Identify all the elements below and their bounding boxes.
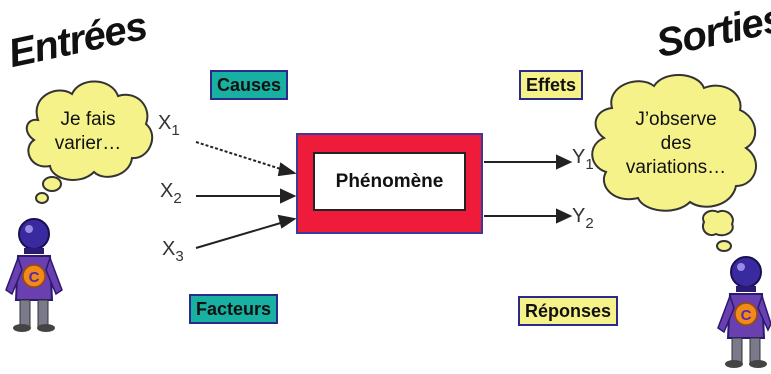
left-mascot-letter: C — [29, 269, 40, 286]
causes-label: Causes — [210, 70, 289, 100]
arrowhead-y2 — [556, 208, 573, 224]
x3-name: X — [162, 238, 176, 260]
x2-name: X — [160, 180, 174, 202]
arrowhead-x3 — [277, 214, 297, 229]
arrow-x3 — [195, 221, 285, 249]
arrow-x1 — [195, 141, 285, 171]
phenomenon-box: Phénomène — [313, 152, 466, 211]
left-thought-line-1: Je fais — [60, 109, 116, 130]
y2-name: Y — [572, 205, 586, 227]
y2-index: 2 — [585, 215, 594, 232]
x2-index: 2 — [173, 190, 182, 207]
right-mascot-letter: C — [741, 307, 752, 324]
input-variable-x3: X3 — [162, 238, 184, 265]
left-thought-text: Je fais varier… — [40, 108, 136, 156]
right-thought-line-2: des — [660, 133, 692, 154]
y1-index: 1 — [585, 156, 594, 173]
arrowhead-y1 — [556, 154, 573, 170]
effects-label: Effets — [519, 70, 584, 100]
factors-label: Facteurs — [189, 294, 279, 324]
x3-index: 3 — [175, 248, 184, 265]
right-thought-line-3: variations… — [625, 157, 727, 178]
left-thought-bubble — [25, 80, 153, 204]
y1-name: Y — [572, 146, 586, 168]
arrowhead-x1 — [277, 162, 297, 177]
responses-label: Réponses — [518, 296, 619, 326]
arrowhead-x2 — [280, 188, 297, 204]
input-variable-x1: X1 — [158, 112, 180, 139]
right-thought-line-1: J’observe — [635, 109, 717, 130]
phenomenon-label: Phénomène — [335, 170, 444, 192]
x1-name: X — [158, 112, 172, 134]
left-thought-line-2: varier… — [54, 133, 122, 154]
output-variable-y2: Y2 — [572, 205, 594, 232]
output-arrows — [484, 154, 573, 224]
input-variable-x2: X2 — [160, 180, 182, 207]
x1-index: 1 — [171, 122, 180, 139]
right-thought-bubble — [591, 73, 757, 252]
input-arrows — [195, 141, 297, 249]
right-mascot-figure: C — [717, 256, 771, 368]
left-mascot-figure: C — [5, 218, 63, 332]
right-thought-text: J’observe des variations… — [612, 108, 740, 180]
output-variable-y1: Y1 — [572, 146, 594, 173]
